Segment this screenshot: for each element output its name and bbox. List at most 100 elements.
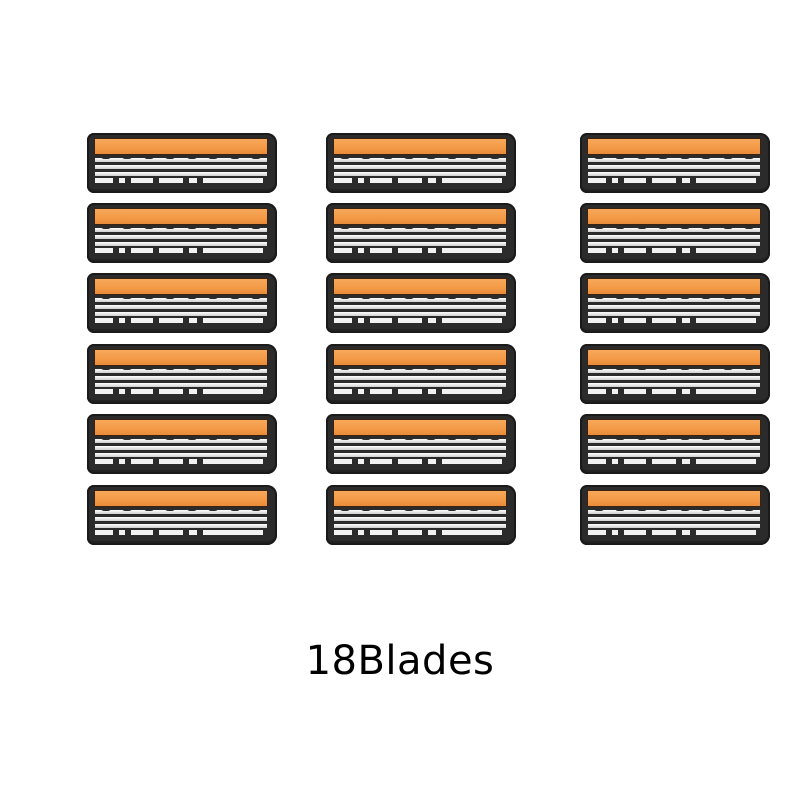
- razor-cartridge-icon: [326, 344, 516, 404]
- blade-guard-teeth: [95, 507, 267, 511]
- rinse-slots: [334, 530, 506, 535]
- lubricating-strip: [587, 138, 761, 155]
- blade-guard-teeth: [588, 225, 760, 229]
- blade-set: [334, 507, 506, 537]
- blade-guard-teeth: [95, 225, 267, 229]
- blade-guard-teeth: [588, 436, 760, 440]
- lubricating-strip: [333, 278, 507, 295]
- blade-guard-teeth: [334, 507, 506, 511]
- blade-set: [334, 225, 506, 255]
- razor-cartridge-icon: [326, 133, 516, 193]
- rinse-slots: [95, 318, 267, 323]
- blade: [334, 369, 506, 373]
- blade-guard-teeth: [588, 295, 760, 299]
- lubricating-strip: [94, 278, 268, 295]
- razor-cartridge-icon: [326, 485, 516, 545]
- blade: [95, 369, 267, 373]
- lubricating-strip: [94, 349, 268, 366]
- blade: [95, 376, 267, 380]
- blade: [588, 298, 760, 302]
- blade-guard-teeth: [334, 155, 506, 159]
- blade: [95, 305, 267, 309]
- blade: [588, 172, 760, 176]
- blade: [95, 383, 267, 387]
- blade-set: [588, 295, 760, 325]
- lubricating-strip: [94, 138, 268, 155]
- blade: [588, 228, 760, 232]
- rinse-slots: [334, 389, 506, 394]
- blade: [588, 165, 760, 169]
- blade-guard-teeth: [334, 225, 506, 229]
- blade: [95, 158, 267, 162]
- rinse-slots: [588, 530, 760, 535]
- lubricating-strip: [333, 349, 507, 366]
- blade: [334, 228, 506, 232]
- razor-cartridge-icon: [87, 133, 277, 193]
- razor-cartridge-icon: [87, 273, 277, 333]
- lubricating-strip: [587, 278, 761, 295]
- blade: [334, 524, 506, 528]
- rinse-slots: [334, 459, 506, 464]
- blade-guard-teeth: [588, 366, 760, 370]
- rinse-slots: [95, 459, 267, 464]
- razor-cartridge-icon: [580, 485, 770, 545]
- blade-guard-teeth: [334, 295, 506, 299]
- blade: [588, 517, 760, 521]
- blade: [95, 312, 267, 316]
- blade: [95, 165, 267, 169]
- lubricating-strip: [333, 419, 507, 436]
- razor-cartridge-icon: [580, 344, 770, 404]
- lubricating-strip: [94, 208, 268, 225]
- blade: [588, 242, 760, 246]
- blade: [588, 312, 760, 316]
- blade-set: [95, 436, 267, 466]
- blade-set: [95, 225, 267, 255]
- rinse-slots: [334, 318, 506, 323]
- rinse-slots: [588, 318, 760, 323]
- blade: [95, 228, 267, 232]
- lubricating-strip: [333, 490, 507, 507]
- blade: [588, 383, 760, 387]
- blade-guard-teeth: [95, 295, 267, 299]
- blade: [588, 369, 760, 373]
- blade-set: [588, 225, 760, 255]
- razor-cartridge-icon: [580, 133, 770, 193]
- blade: [334, 298, 506, 302]
- blade: [334, 242, 506, 246]
- razor-cartridge-icon: [87, 344, 277, 404]
- blade: [334, 312, 506, 316]
- blade: [588, 446, 760, 450]
- razor-cartridge-icon: [326, 203, 516, 263]
- blade-set: [95, 295, 267, 325]
- blade: [95, 524, 267, 528]
- blade-set: [334, 295, 506, 325]
- rinse-slots: [95, 178, 267, 183]
- rinse-slots: [588, 459, 760, 464]
- razor-cartridge-icon: [326, 273, 516, 333]
- blade: [95, 446, 267, 450]
- blade: [334, 235, 506, 239]
- blade-set: [334, 155, 506, 185]
- blade-guard-teeth: [588, 155, 760, 159]
- blade: [334, 383, 506, 387]
- blade: [95, 517, 267, 521]
- razor-cartridge-icon: [580, 273, 770, 333]
- blade-set: [588, 436, 760, 466]
- blade-set: [95, 507, 267, 537]
- lubricating-strip: [333, 138, 507, 155]
- blade: [334, 172, 506, 176]
- rinse-slots: [95, 389, 267, 394]
- blade-set: [95, 155, 267, 185]
- blade: [334, 376, 506, 380]
- blade-set: [334, 366, 506, 396]
- razor-cartridge-icon: [580, 203, 770, 263]
- rinse-slots: [95, 530, 267, 535]
- blade: [334, 446, 506, 450]
- blade: [334, 510, 506, 514]
- blade: [334, 305, 506, 309]
- lubricating-strip: [587, 419, 761, 436]
- lubricating-strip: [94, 419, 268, 436]
- blade: [588, 235, 760, 239]
- blade-guard-teeth: [334, 436, 506, 440]
- blade: [334, 517, 506, 521]
